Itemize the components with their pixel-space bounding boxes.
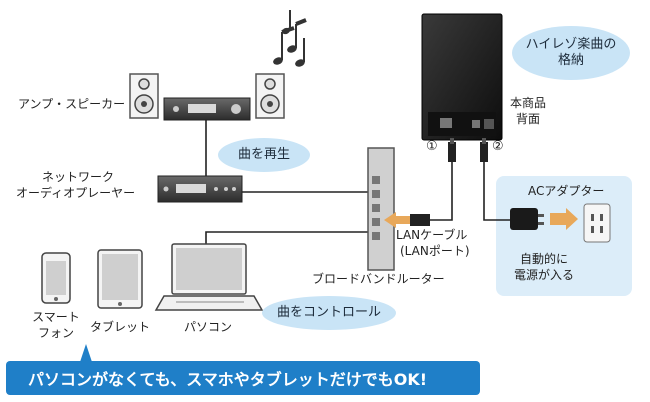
auto-power-label-line2: 電源が入る	[513, 268, 574, 282]
network-player-label-line2: オーディオプレーヤー	[16, 186, 136, 200]
promo-banner-text: パソコンがなくても、スマホやタブレットだけでもOK!	[28, 370, 428, 389]
tablet-icon	[97, 249, 143, 309]
hires-bubble-text: ハイレゾ楽曲の 格納	[525, 37, 617, 68]
smartphone-icon	[41, 252, 71, 304]
network-player-icon	[157, 175, 243, 203]
router-icon	[367, 147, 395, 271]
auto-power-label-line1: 自動的に	[519, 252, 568, 266]
ac-adapter-icon	[510, 208, 578, 230]
banner-pointer	[80, 344, 92, 362]
speaker-left-icon	[129, 73, 159, 119]
tablet-label: タブレット	[89, 320, 150, 334]
control-bubble-text: 曲をコントロール	[276, 305, 381, 320]
cable-lines	[205, 120, 514, 248]
promo-banner: パソコンがなくても、スマホやタブレットだけでもOK!	[6, 361, 480, 395]
control-bubble: 曲をコントロール	[262, 296, 396, 330]
smartphone-label-line2: フォン	[37, 326, 74, 340]
power-outlet-icon	[583, 203, 611, 243]
network-player-label-line1: ネットワーク	[42, 170, 115, 184]
router-label: ブロードバンドルーター	[312, 272, 445, 286]
laptop-icon	[154, 243, 264, 311]
lan-connector-icon	[384, 212, 430, 228]
pc-label: パソコン	[183, 320, 232, 334]
smartphone-label-line1: スマート	[32, 310, 80, 324]
lan-cable-label-line2: (LANポート)	[400, 244, 470, 258]
lan-plug-icon	[448, 138, 456, 162]
amp-speaker-label: アンプ・スピーカー	[18, 97, 126, 111]
product-back-label-line1: 本商品	[510, 96, 547, 110]
port-2-label: ②	[492, 139, 504, 154]
play-bubble: 曲を再生	[218, 138, 310, 172]
music-notes-icon	[273, 10, 307, 67]
lan-cable-label-line1: LANケーブル	[396, 228, 468, 242]
nas-device-icon	[421, 13, 503, 141]
play-bubble-text: 曲を再生	[237, 147, 290, 162]
hires-bubble: ハイレゾ楽曲の 格納	[512, 26, 630, 80]
speaker-right-icon	[255, 73, 285, 119]
power-plug-icon	[480, 138, 488, 162]
ac-adapter-label: ACアダプター	[528, 184, 605, 198]
product-back-label-line2: 背面	[516, 112, 541, 126]
amplifier-icon	[163, 97, 251, 121]
port-1-label: ①	[426, 139, 438, 154]
